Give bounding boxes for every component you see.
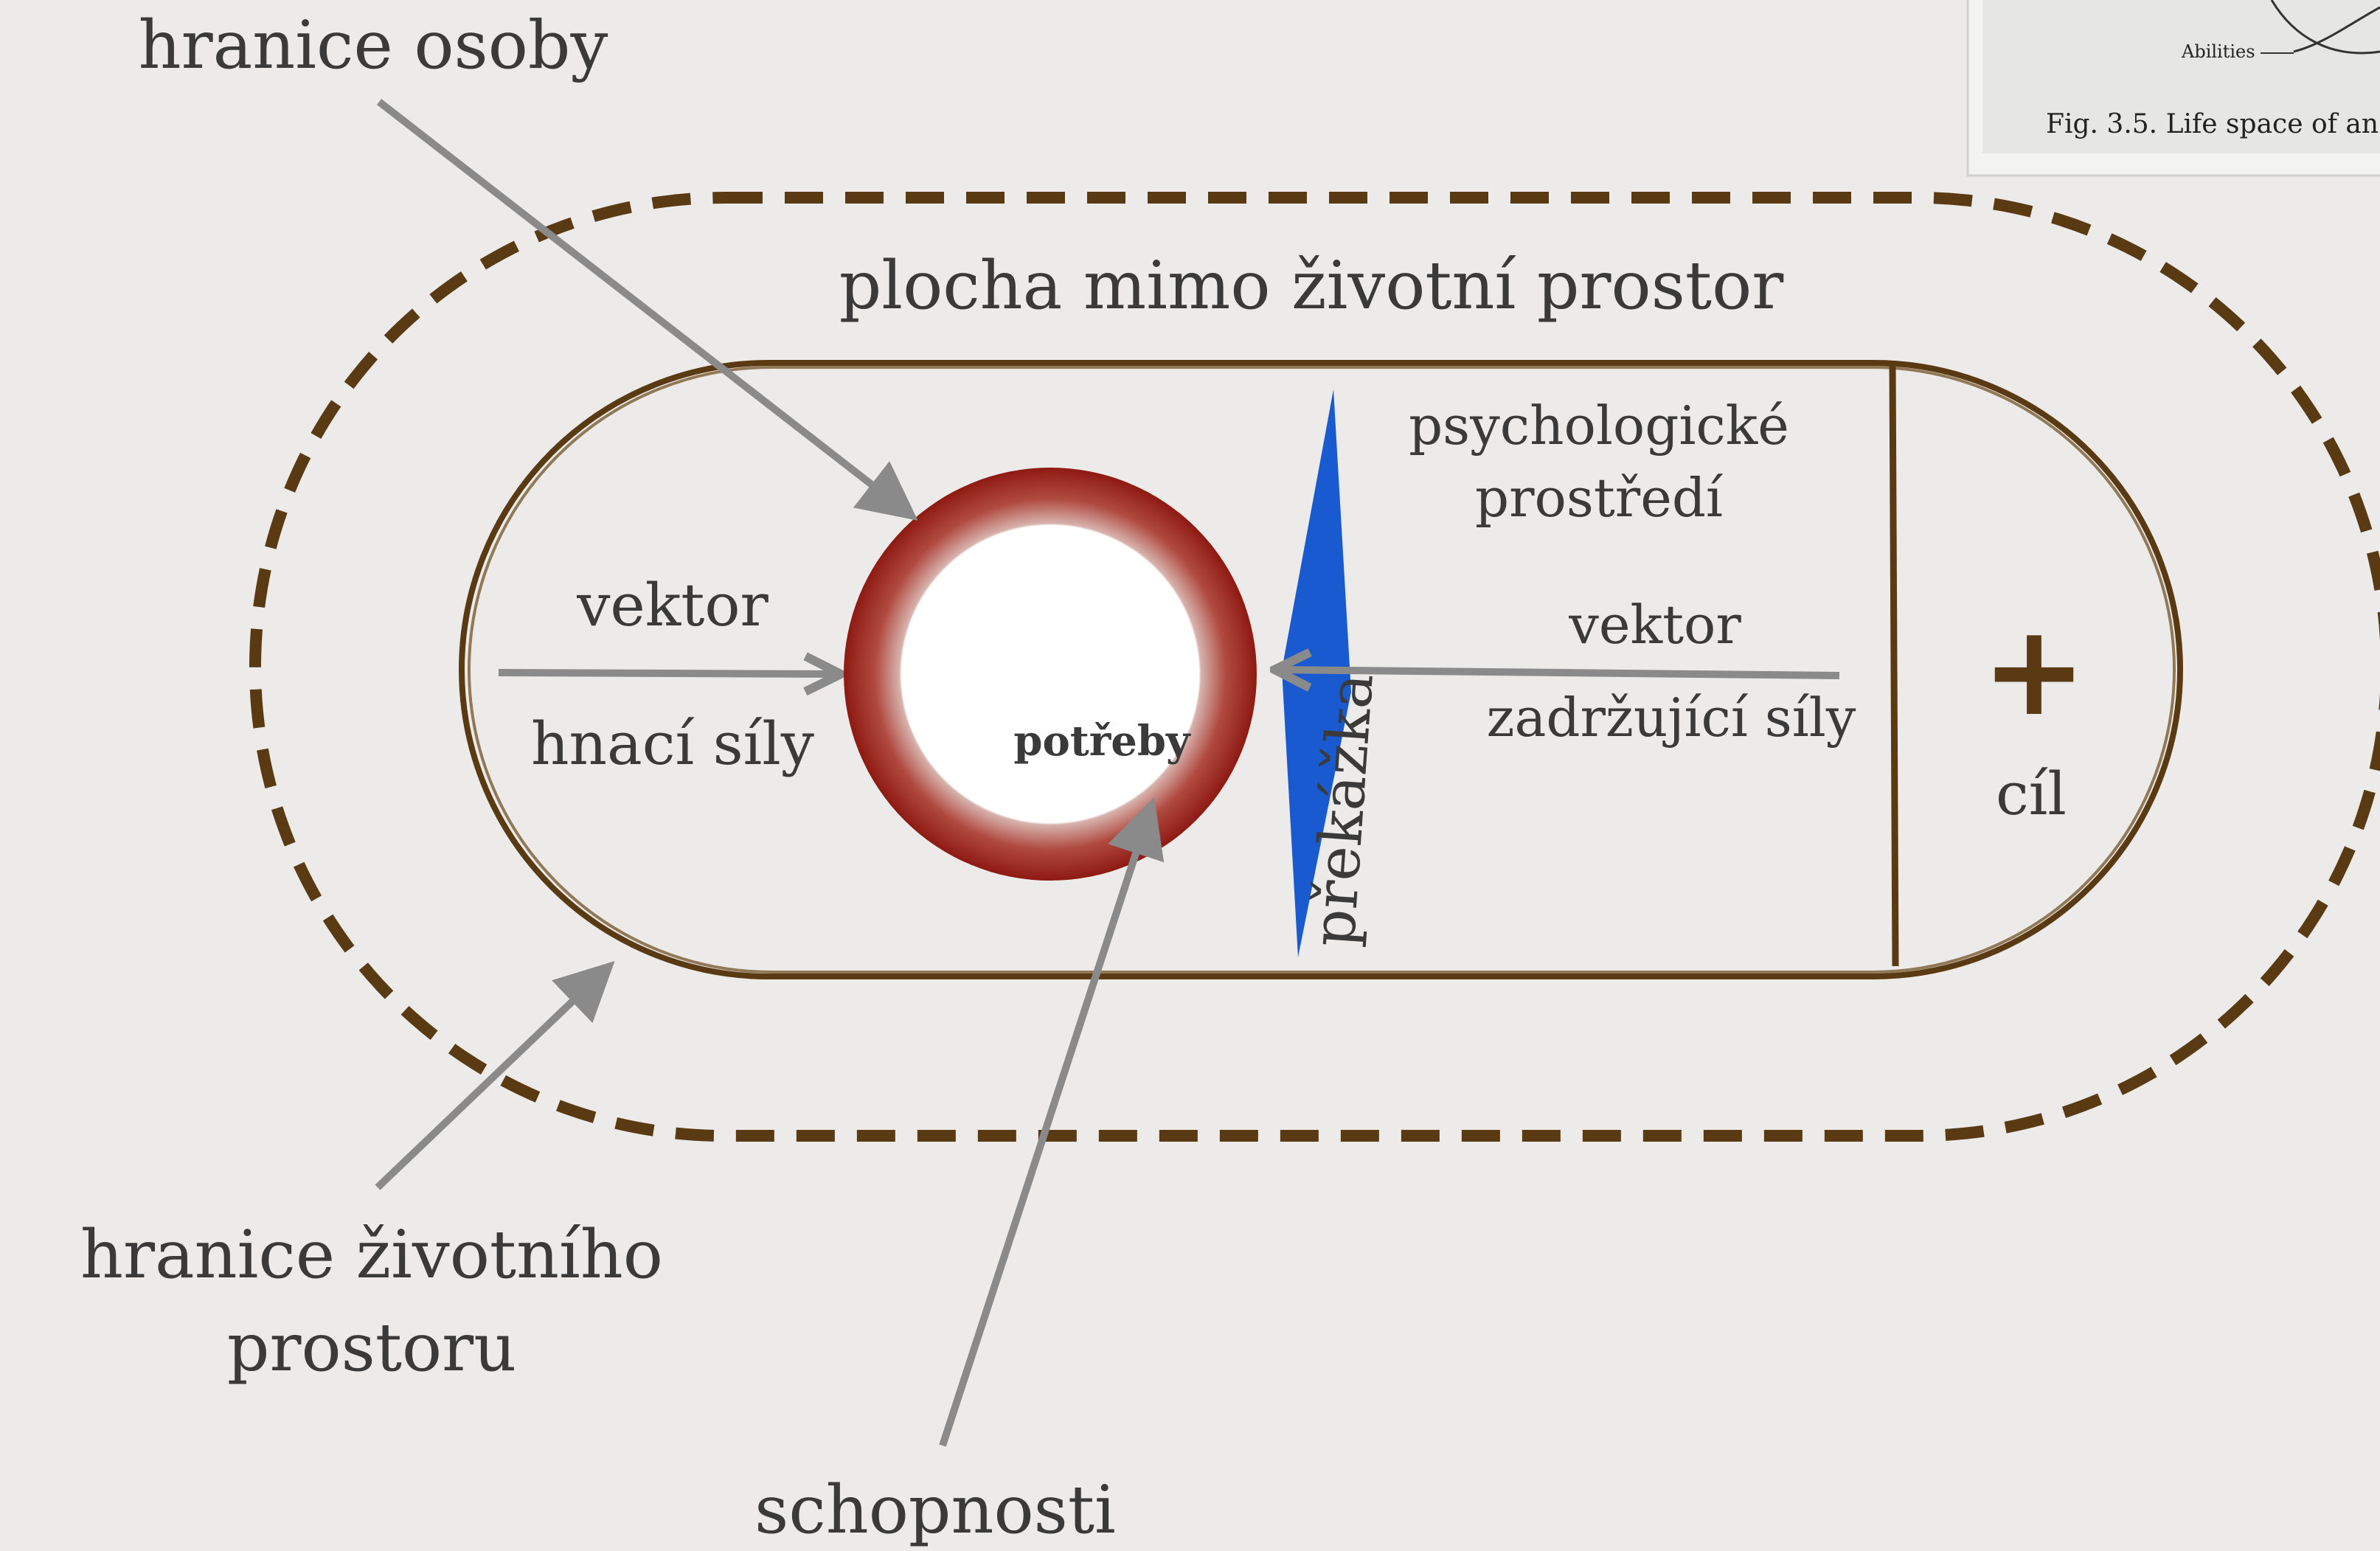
psych-env-label-line2: prostředí bbox=[1475, 467, 1724, 529]
abilities-pointer bbox=[939, 797, 1165, 1447]
goal-plus-sign: + bbox=[1982, 598, 2086, 744]
life-space-boundary-label-line1: hranice životního bbox=[80, 1216, 663, 1294]
person-boundary-label: hranice osoby bbox=[139, 7, 608, 84]
driving-forces-label: hnací síly bbox=[531, 709, 814, 778]
restraining-forces-label: zadržující síly bbox=[1487, 687, 1856, 749]
source-figure-thumbnail: Abilities Fig. 3.5. Life space of an bbox=[1966, 0, 2380, 177]
thumbnail-caption: Fig. 3.5. Life space of an bbox=[2046, 109, 2379, 139]
vector-left-label: vektor bbox=[576, 571, 769, 639]
life-space-boundary-label-line2: prostoru bbox=[227, 1309, 516, 1387]
restraining-force-arrow bbox=[1274, 670, 1840, 676]
vector-right-label: vektor bbox=[1568, 594, 1741, 656]
thumbnail-abilities-label: Abilities bbox=[2181, 41, 2255, 62]
life-space-boundary bbox=[459, 360, 2183, 979]
psych-env-label-line1: psychologické bbox=[1409, 395, 1789, 457]
person-boundary-circle bbox=[844, 468, 1257, 881]
goal-region-divider bbox=[1889, 365, 1899, 967]
outer-dashed-boundary bbox=[249, 192, 2380, 1142]
outside-area-label: plocha mimo životní prostor bbox=[839, 247, 1785, 325]
driving-force-arrow bbox=[498, 673, 841, 674]
needs-label: potřeby bbox=[1013, 717, 1191, 766]
abilities-label: schopnosti bbox=[754, 1471, 1116, 1549]
person-boundary-pointer bbox=[376, 99, 918, 521]
life-space-boundary-pointer bbox=[375, 960, 615, 1190]
goal-label: cíl bbox=[1996, 760, 2067, 828]
